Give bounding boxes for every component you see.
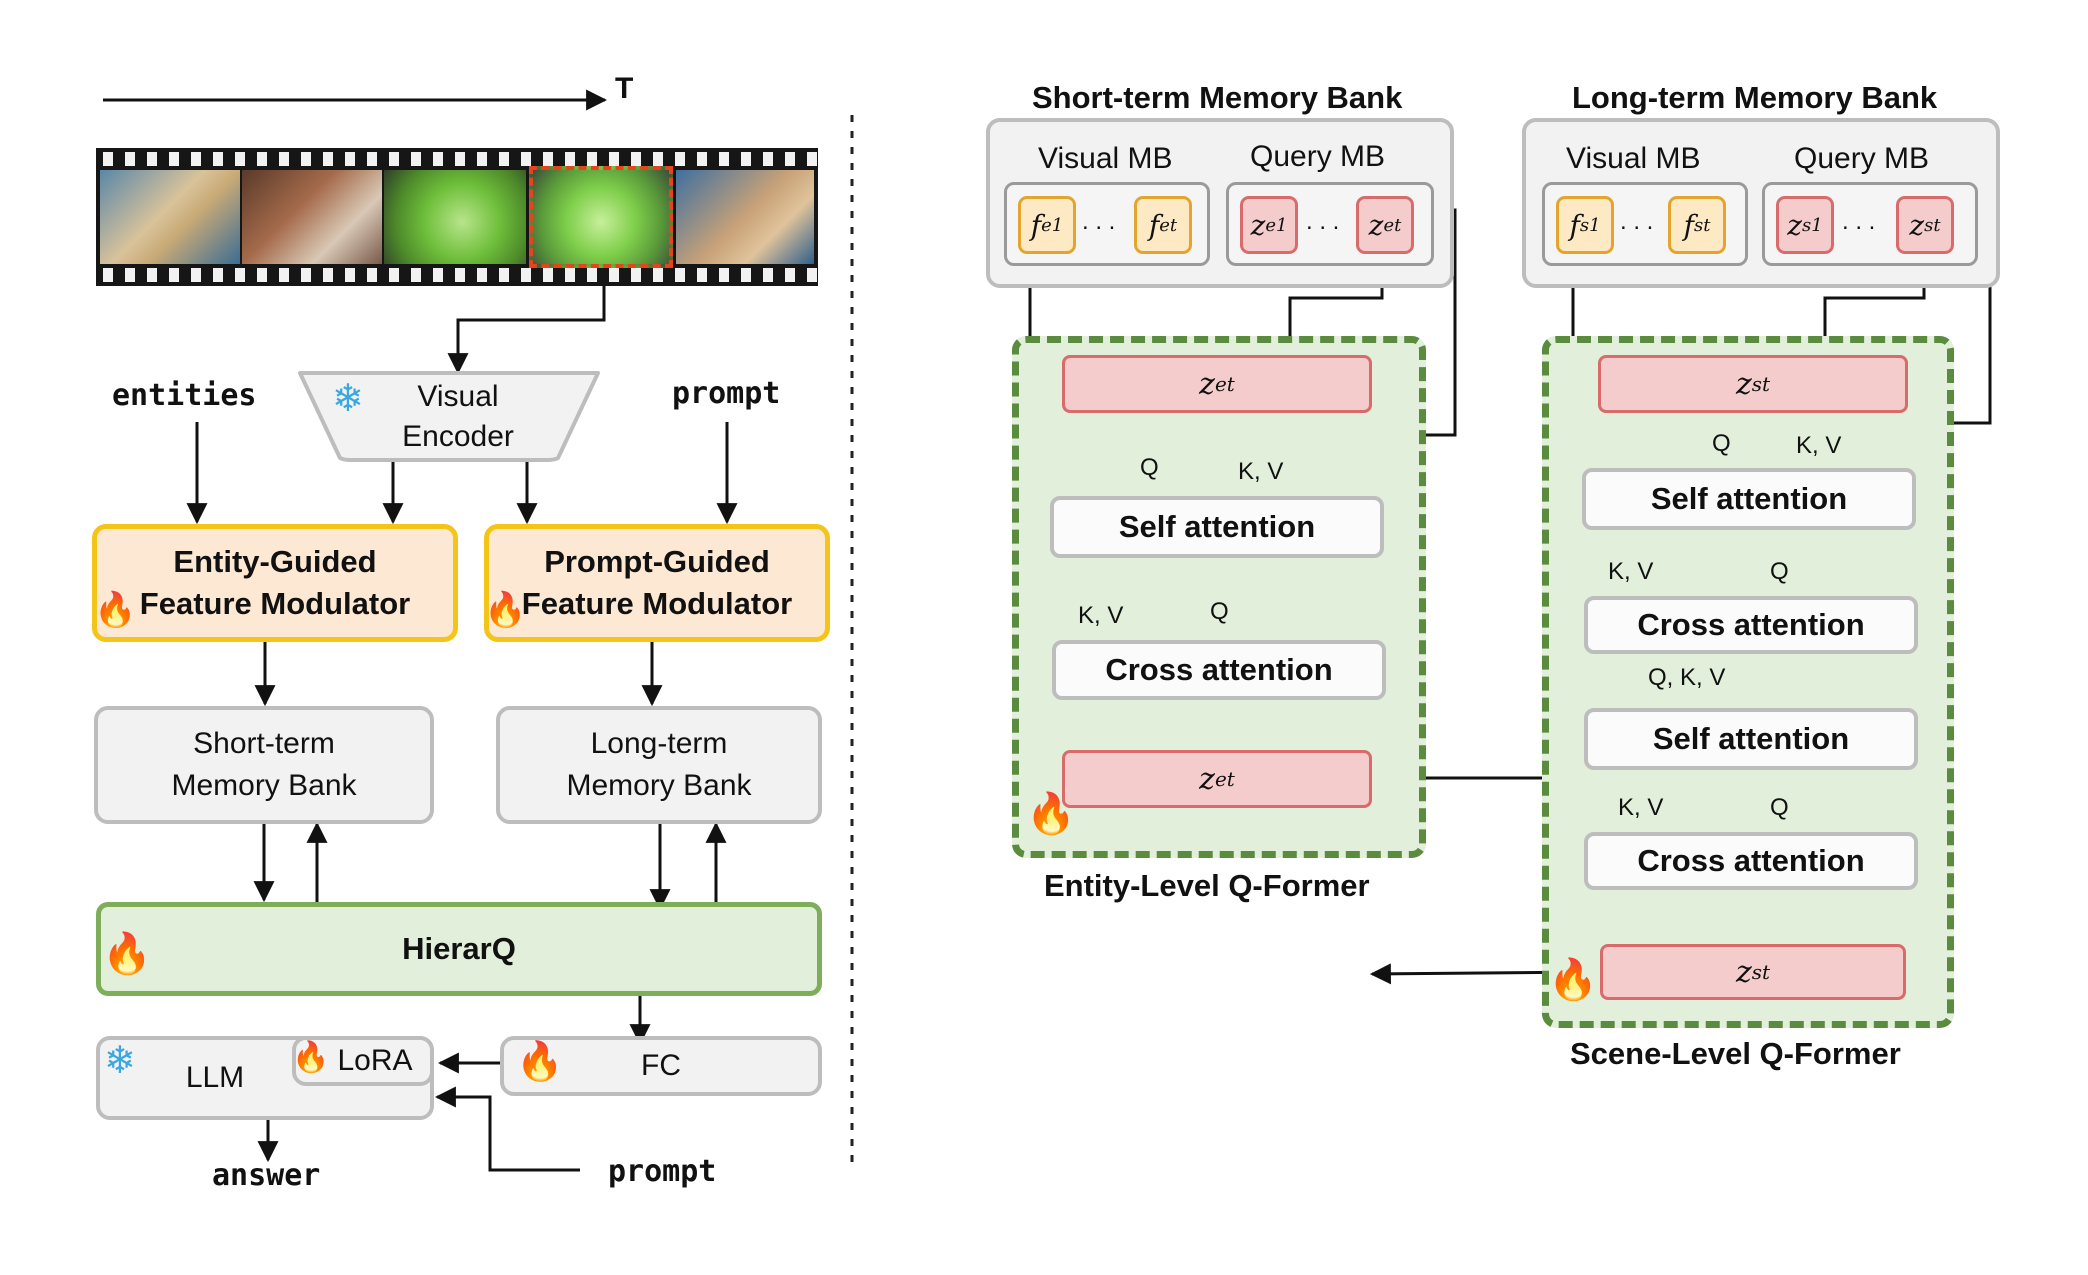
short-term-bank-line2: Memory Bank xyxy=(171,769,357,802)
scene-level-q-former-title: Scene-Level Q-Former xyxy=(1570,1036,1901,1071)
q-label: Q xyxy=(1770,558,1789,585)
query-mb-label: Query MB xyxy=(1794,142,1930,175)
answer-output-label: answer xyxy=(212,1158,321,1193)
q-label: Q xyxy=(1712,430,1731,457)
visual-encoder-line2: Encoder xyxy=(402,420,514,453)
video-frame-2 xyxy=(242,170,382,264)
kv-label: K, V xyxy=(1796,432,1842,459)
scene-self-attention-2: Self attention xyxy=(1584,708,1918,770)
fire-icon: 🔥 xyxy=(484,591,527,629)
prompt-guided-feature-modulator: Prompt-Guided Feature Modulator xyxy=(484,524,830,642)
q-label: Q xyxy=(1210,598,1229,625)
long-term-memory-bank: Long-term Memory Bank xyxy=(496,706,822,824)
entity-modulator-line2: Feature Modulator xyxy=(139,586,411,621)
entity-modulator-line1: Entity-Guided xyxy=(173,544,377,579)
qkv-label: Q, K, V xyxy=(1648,664,1726,691)
fc-layer: FC xyxy=(500,1036,822,1096)
short-term-memory-bank-title: Short-term Memory Bank xyxy=(1032,80,1403,115)
snowflake-icon: ❄ xyxy=(332,378,364,420)
visual-encoder-shape xyxy=(298,371,600,462)
prompt-modulator-line1: Prompt-Guided xyxy=(544,544,770,579)
video-frame-1 xyxy=(100,170,240,264)
fire-icon: 🔥 xyxy=(1026,792,1076,836)
scene-cross-attention-2: Cross attention xyxy=(1584,832,1918,890)
visual-encoder-line1: Visual xyxy=(417,380,499,413)
video-frame-5 xyxy=(676,170,814,264)
hierarq-module: HierarQ xyxy=(96,902,822,996)
entity-cross-attention: Cross attention xyxy=(1052,640,1386,700)
query-mb-label: Query MB xyxy=(1250,140,1386,173)
q-label: Q xyxy=(1770,794,1789,821)
short-term-bank-line1: Short-term xyxy=(193,727,335,760)
ellipsis: . . . xyxy=(1306,208,1340,235)
scene-self-attention-1: Self attention xyxy=(1582,468,1916,530)
llm-label: LLM xyxy=(185,1061,245,1094)
long-term-bank-line2: Memory Bank xyxy=(566,769,752,802)
video-frames-filmstrip xyxy=(96,148,818,286)
film-perforations-top xyxy=(96,152,818,166)
visual-encoder: Visual Encoder xyxy=(370,376,546,458)
entities-input-label: entities xyxy=(112,378,257,413)
ellipsis: . . . xyxy=(1082,208,1116,235)
prompt-modulator-line2: Feature Modulator xyxy=(521,586,793,621)
video-frame-4-selected xyxy=(529,166,673,268)
entity-level-q-former-title: Entity-Level Q-Former xyxy=(1044,868,1370,903)
scene-cross-attention-1: Cross attention xyxy=(1584,596,1918,654)
lora-adapter: LoRA xyxy=(292,1036,434,1086)
visual-mb-label: Visual MB xyxy=(1038,142,1173,175)
entity-self-attention: Self attention xyxy=(1050,496,1384,558)
long-term-bank-line1: Long-term xyxy=(590,727,728,760)
kv-label: K, V xyxy=(1608,558,1654,585)
visual-mb-label: Visual MB xyxy=(1566,142,1701,175)
ellipsis: . . . xyxy=(1842,208,1876,235)
short-term-memory-bank: Short-term Memory Bank xyxy=(94,706,434,824)
fire-icon: 🔥 xyxy=(292,1041,330,1074)
prompt-bottom-label: prompt xyxy=(608,1154,717,1189)
prompt-input-label: prompt xyxy=(672,376,781,411)
fire-icon: 🔥 xyxy=(516,1041,564,1083)
snowflake-icon: ❄ xyxy=(104,1040,136,1082)
ellipsis: . . . xyxy=(1620,208,1654,235)
kv-label: K, V xyxy=(1238,458,1284,485)
long-term-memory-bank-title: Long-term Memory Bank xyxy=(1572,80,1938,115)
video-frame-3 xyxy=(384,170,526,264)
kv-label: K, V xyxy=(1618,794,1664,821)
q-label: Q xyxy=(1140,454,1159,481)
time-axis-label: T xyxy=(615,72,634,105)
fire-icon: 🔥 xyxy=(102,932,152,976)
scene-level-q-former xyxy=(1542,336,1954,1028)
film-perforations-bottom xyxy=(96,268,818,282)
fire-icon: 🔥 xyxy=(1548,958,1598,1002)
entity-guided-feature-modulator: Entity-Guided Feature Modulator xyxy=(92,524,458,642)
fire-icon: 🔥 xyxy=(94,591,137,629)
kv-label: K, V xyxy=(1078,602,1124,629)
